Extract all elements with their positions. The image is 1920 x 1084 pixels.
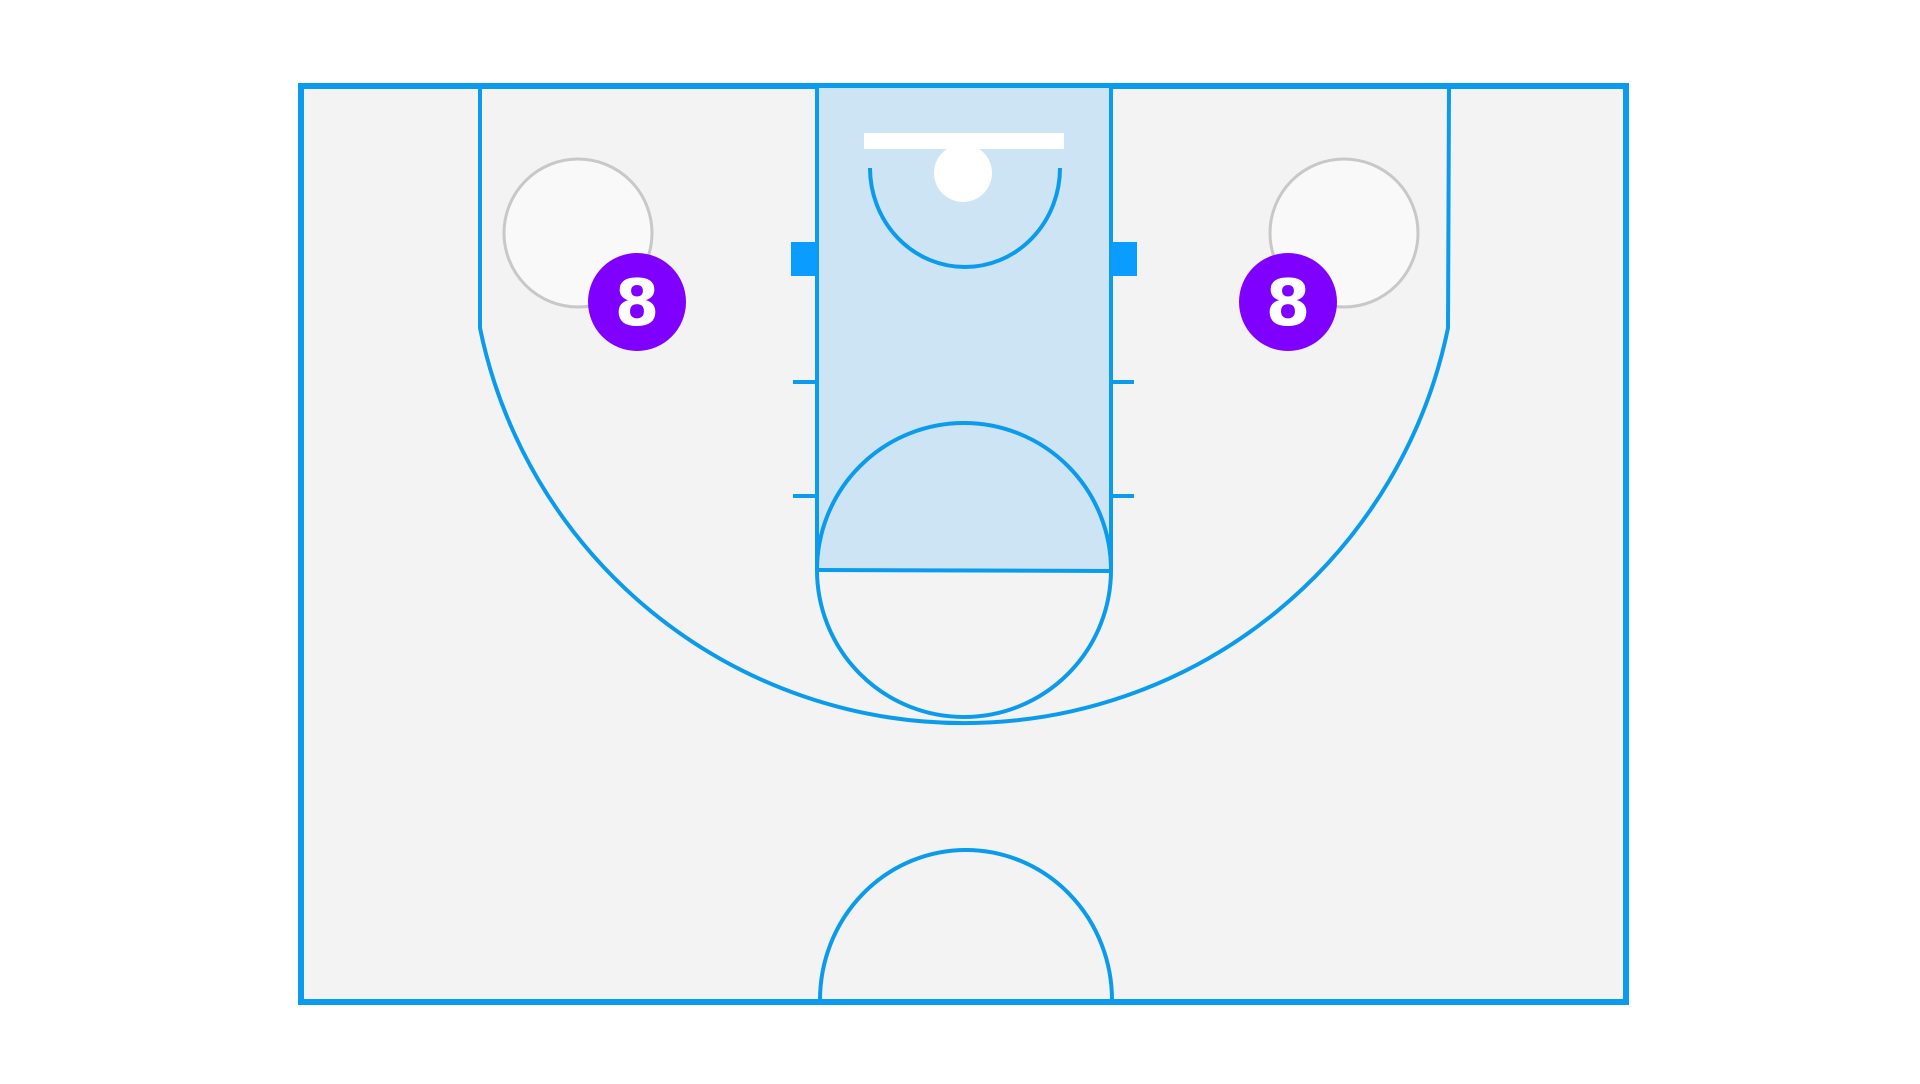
block-right [1112, 242, 1137, 276]
free-throw-circle-bottom [815, 569, 1113, 719]
center-circle [818, 848, 1114, 1001]
free-throw-line [816, 568, 1112, 573]
free-throw-circle-top [815, 421, 1113, 571]
player-number: 8 [1266, 267, 1311, 341]
player-number: 8 [615, 267, 660, 341]
player-circle [588, 253, 686, 351]
player-marker-left[interactable]: 8 [588, 253, 686, 351]
player-circle [1239, 253, 1337, 351]
player-marker-right[interactable]: 8 [1239, 253, 1337, 351]
three-point-line [478, 87, 1451, 726]
restricted-area-arc [868, 167, 1062, 270]
block-left [791, 242, 816, 276]
backboard [864, 133, 1064, 149]
rim [934, 144, 992, 202]
